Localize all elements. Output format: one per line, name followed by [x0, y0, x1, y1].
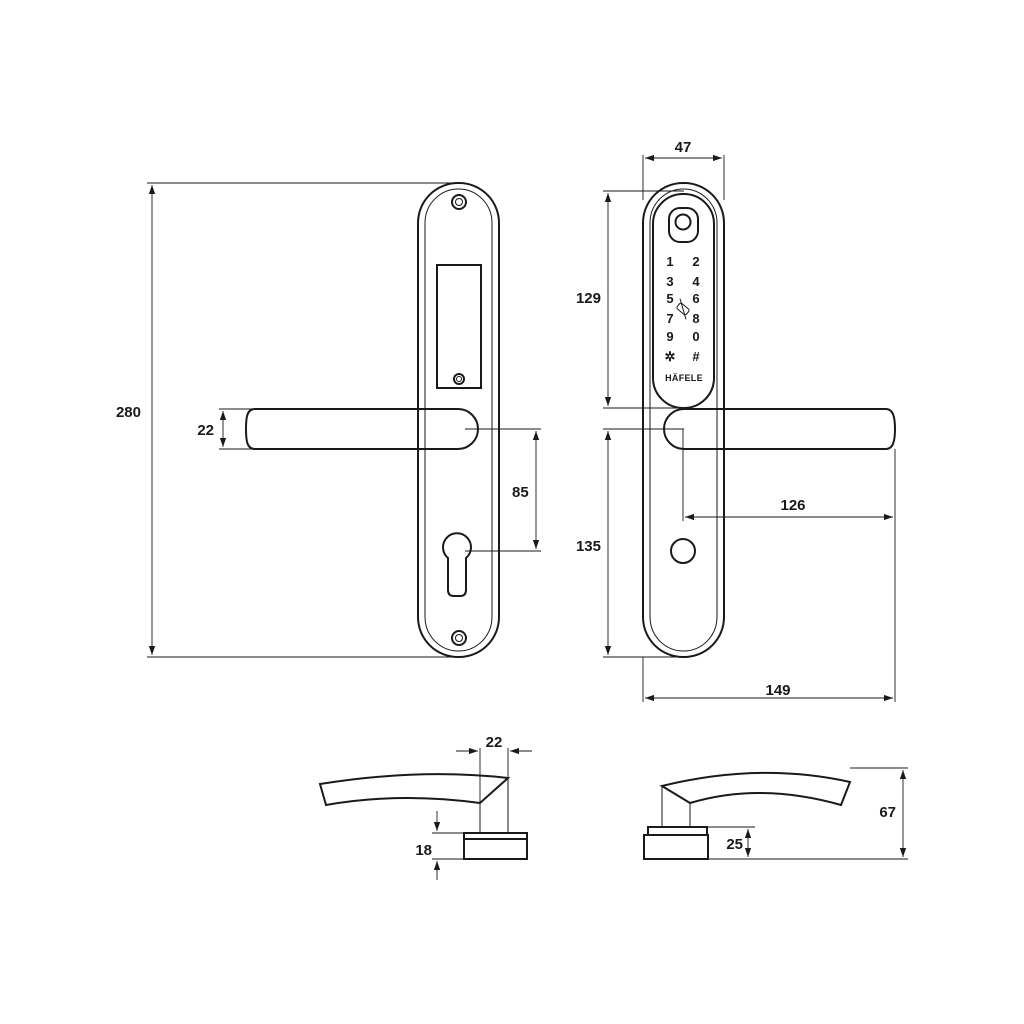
- cylinder-keyhole: [442, 532, 472, 597]
- label-47: 47: [675, 139, 692, 156]
- label-129: 129: [576, 290, 601, 307]
- label-25: 25: [726, 836, 743, 853]
- keypad-lever-handle: [663, 408, 897, 450]
- dimension-handle-projection: 126: [682, 429, 896, 702]
- dimension-handle-thickness: 22: [197, 408, 258, 450]
- thumb-turn[interactable]: [670, 538, 696, 564]
- keypad-key-9[interactable]: 9: [666, 329, 673, 344]
- front-lever-handle: [244, 408, 479, 450]
- keypad-key-2[interactable]: 2: [692, 254, 699, 269]
- brand-logo: HÄFELE: [665, 373, 703, 383]
- label-67: 67: [879, 804, 896, 821]
- keypad-backplate-inner: [649, 188, 718, 652]
- label-149: 149: [765, 682, 790, 699]
- rose-right-top: [647, 826, 708, 836]
- keypad-backplate: [642, 182, 725, 658]
- label-85: 85: [512, 484, 529, 501]
- label-135: 135: [576, 538, 601, 555]
- dimension-plate-width: 47: [642, 139, 725, 200]
- dimension-rose-height: 18: [415, 811, 480, 880]
- dimension-total-height: 280: [116, 182, 459, 658]
- dimension-rose-width: 22: [456, 734, 532, 803]
- front-backplate: [417, 182, 500, 658]
- fingerprint-icon[interactable]: [668, 207, 699, 243]
- rose-left-base: [463, 838, 528, 860]
- front-backplate-inner: [424, 188, 493, 652]
- keypad-key-1[interactable]: 1: [666, 254, 673, 269]
- dimension-lower-height: 135: [576, 428, 684, 658]
- top-view-left-handle: [318, 773, 528, 860]
- battery-cover-screw: [453, 373, 465, 385]
- label-126: 126: [780, 497, 805, 514]
- keypad-keys: 1 2 3 4 5 6 7 8 9 0 ✲ #: [665, 254, 701, 364]
- keypad-key-5[interactable]: 5: [666, 291, 673, 306]
- keypad-key-4[interactable]: 4: [692, 274, 700, 289]
- keypad-key-8[interactable]: 8: [692, 311, 699, 326]
- curved-lever-right: [659, 771, 852, 807]
- top-view-right-handle: [643, 771, 852, 860]
- dimension-total-width: 149: [642, 657, 893, 702]
- front-view: [244, 182, 500, 658]
- keypad-key-star[interactable]: ✲: [665, 349, 676, 364]
- curved-lever-left: [318, 773, 511, 807]
- label-22-rose: 22: [486, 734, 503, 751]
- battery-cover: [436, 264, 482, 389]
- keypad-key-hash[interactable]: #: [692, 349, 700, 364]
- dimension-base-height: 25: [708, 826, 755, 857]
- keypad-key-3[interactable]: 3: [666, 274, 673, 289]
- label-22-handle: 22: [197, 422, 214, 439]
- rose-right-base: [643, 834, 709, 860]
- card-reader-icon: [676, 298, 690, 320]
- dimension-keypad-height: 129: [576, 190, 684, 409]
- keypad-key-6[interactable]: 6: [692, 291, 699, 306]
- dimension-handle-height: 67: [708, 767, 908, 860]
- label-18: 18: [415, 842, 432, 859]
- top-screw: [451, 194, 467, 210]
- bottom-screw: [451, 630, 467, 646]
- label-280: 280: [116, 404, 141, 421]
- keypad-key-7[interactable]: 7: [666, 311, 673, 326]
- dimension-handle-to-keyhole: 85: [465, 428, 541, 552]
- keypad-view: 1 2 3 4 5 6 7 8 9 0 ✲ # HÄFELE: [642, 182, 897, 658]
- keypad-key-0[interactable]: 0: [692, 329, 699, 344]
